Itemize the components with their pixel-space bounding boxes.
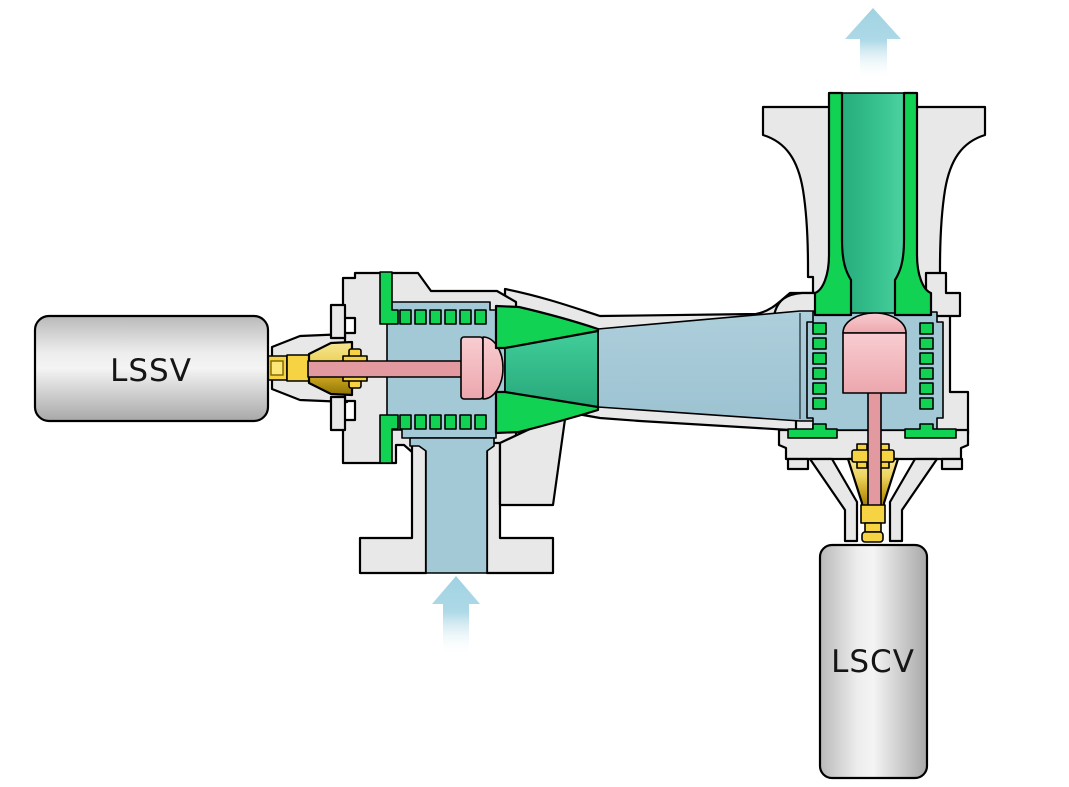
bellows-segment [812, 322, 827, 335]
lscv-label: LSCV [831, 644, 915, 680]
outlet-tube-wall [813, 91, 853, 317]
bellows-segment [399, 309, 412, 325]
bellows-segment [474, 309, 487, 325]
lssv-stem [307, 360, 464, 378]
actuator-yoke-arm [888, 457, 939, 543]
bellows-segment [459, 309, 472, 325]
bellows-segment [919, 367, 934, 380]
bellows-segment [919, 337, 934, 350]
poppets-and-stems [307, 312, 907, 509]
right-valve-foot [940, 457, 964, 471]
left-valve-flange-lug [329, 303, 347, 340]
lssv-label: LSSV [110, 353, 192, 389]
lssv-seat-upper [494, 304, 600, 350]
bellows-segment [919, 322, 934, 335]
bellows-segment [459, 414, 472, 430]
lssv-poppet-body [460, 336, 484, 400]
lssv-coupler-block [286, 354, 310, 382]
bellows-segment [812, 382, 827, 395]
bellows-segment [919, 382, 934, 395]
bellows-segment [429, 414, 442, 430]
lssv-bellows-rail [379, 414, 399, 464]
lssv-bellows-rail [379, 271, 399, 325]
seals-and-seats [379, 91, 957, 464]
lssv-poppet-dome [482, 336, 504, 400]
flow-arrow-up-icon [845, 8, 901, 80]
lscv-poppet-dome [842, 312, 907, 334]
lscv-coupler-block [860, 504, 886, 524]
inlet-passage [409, 437, 495, 574]
lscv-coupler-foot [861, 531, 884, 543]
bellows-segment [414, 309, 427, 325]
bellows-segment [919, 397, 934, 410]
lssv-coupler-socket-bore [270, 360, 284, 376]
lscv-actuator-can [818, 543, 929, 780]
bellows-segment [399, 414, 412, 430]
flow-arrows [432, 8, 901, 656]
left-valve-flange-lug [329, 395, 347, 432]
bellows-segment [919, 352, 934, 365]
bellows-segment [429, 309, 442, 325]
right-valve-foot [786, 457, 810, 471]
fittings-front [860, 504, 886, 543]
bellows-segment [812, 367, 827, 380]
lscv-poppet-body [842, 332, 907, 394]
lscv-bellows-bracket [787, 423, 838, 439]
lssv-actuator-can [33, 314, 270, 423]
flow-arrow-up-icon [432, 576, 480, 656]
lscv-stem [867, 389, 882, 509]
bellows-segment [474, 414, 487, 430]
bellows-segment [812, 352, 827, 365]
actuator-yoke-arm [808, 457, 859, 543]
outlet-tube-wall [893, 91, 933, 317]
bellows-segment [414, 414, 427, 430]
duct-bore [597, 310, 815, 422]
lscv-coupler-neck [864, 522, 882, 533]
bellows-segment [812, 397, 827, 410]
bellows-segment [444, 309, 457, 325]
bellows-segment [444, 414, 457, 430]
lscv-bellows-bracket [904, 423, 957, 439]
actuators: LSSV LSCV [33, 314, 929, 780]
bellows-segment [812, 337, 827, 350]
fluid-passages [386, 301, 944, 574]
lssv-seat-lower [494, 390, 600, 435]
teal-bores [504, 92, 905, 408]
